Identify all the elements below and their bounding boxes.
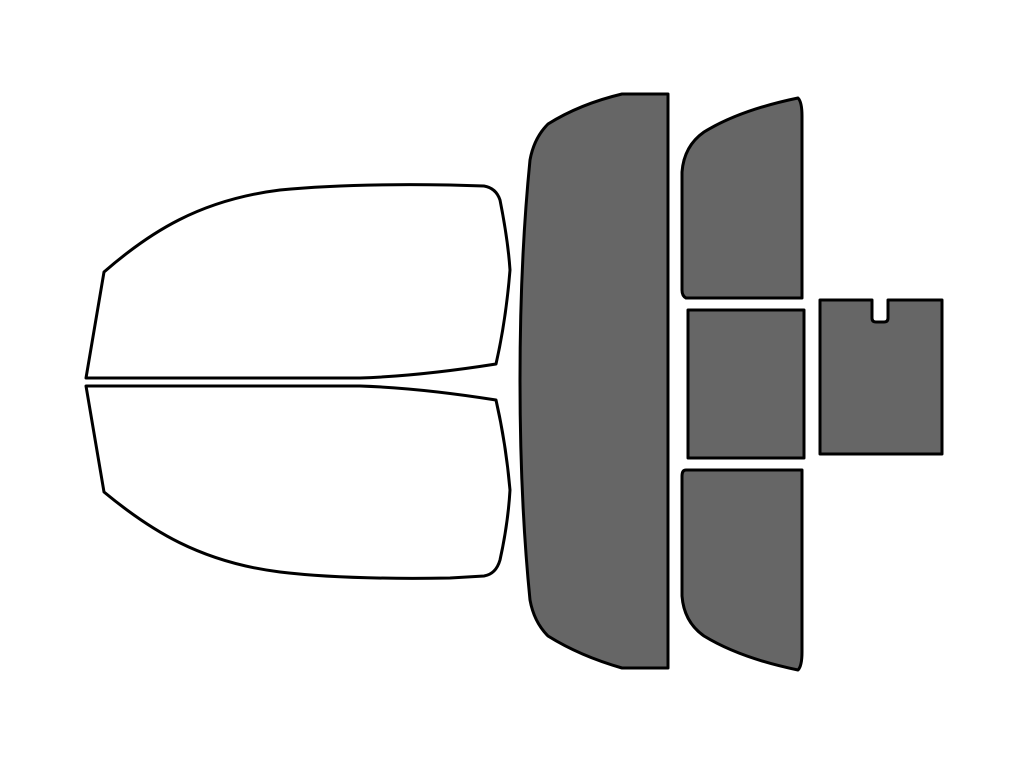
rear-left-door-window (680, 96, 804, 300)
rear-right-door-window (680, 468, 804, 672)
front-right-door-window (84, 384, 512, 580)
rear-center-window (686, 308, 806, 460)
front-left-door-window (84, 183, 512, 380)
rear-slider-window (818, 298, 944, 456)
rear-windshield (518, 92, 670, 670)
